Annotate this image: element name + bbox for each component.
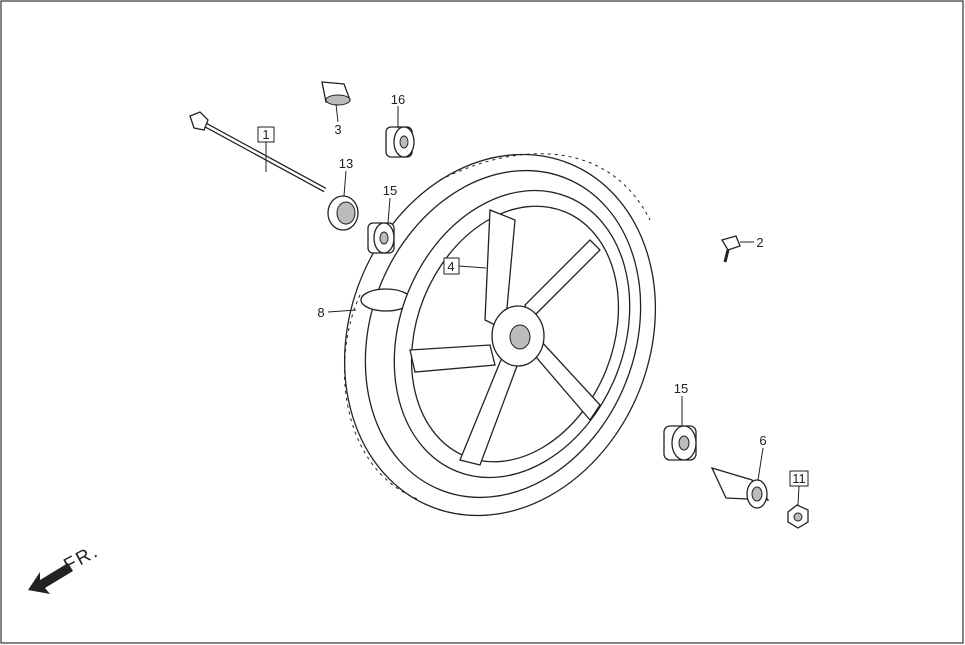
axle-nut (787, 504, 809, 529)
arrow-down-left-icon (28, 563, 73, 594)
callout-11: 11 (792, 471, 806, 486)
tire-valve (721, 235, 741, 263)
callout-8: 8 (317, 305, 324, 320)
callout-box-1 (257, 126, 275, 143)
spacer (710, 466, 770, 509)
bearing-15-upper (367, 222, 395, 254)
callout-15-lower: 15 (674, 381, 688, 396)
leader-lines (265, 103, 800, 506)
callout-16: 16 (391, 92, 405, 107)
callout-4: 4 (447, 259, 454, 274)
callout-3: 3 (334, 122, 341, 137)
oil-seal (327, 195, 359, 231)
callout-15-upper: 15 (383, 183, 397, 198)
callout-6: 6 (759, 433, 766, 448)
front-direction-label: FR. (60, 541, 102, 577)
axle-bolt (189, 111, 327, 193)
callout-13: 13 (339, 156, 353, 171)
bearing-16 (385, 126, 415, 158)
bearing-15-lower (663, 425, 697, 461)
callout-box-4 (443, 257, 460, 275)
callout-1: 1 (262, 127, 269, 142)
callout-2: 2 (756, 235, 763, 250)
collar (321, 81, 351, 106)
callout-box-11 (789, 470, 809, 487)
